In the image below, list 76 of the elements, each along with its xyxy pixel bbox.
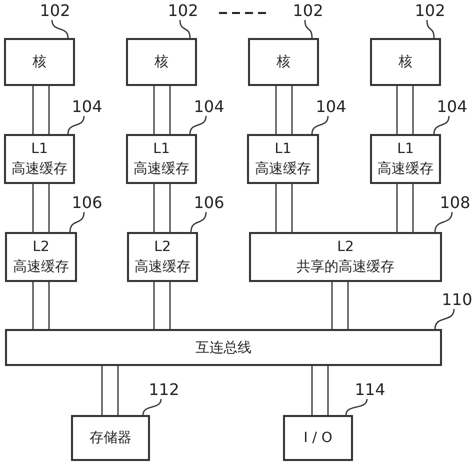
leader-line: [69, 212, 85, 232]
reference-numeral: 108: [439, 193, 471, 212]
component-box: [283, 415, 353, 461]
component-box: [126, 38, 197, 86]
box-text: 共享的高速缓存: [296, 258, 394, 277]
component-box: [248, 38, 319, 86]
component-box: [4, 38, 75, 86]
component-box: [127, 232, 198, 282]
box-text: 核: [154, 53, 168, 72]
double-line-connector: [153, 281, 171, 330]
box-text: I / O: [304, 429, 332, 448]
leader-line: [142, 398, 162, 416]
reference-numeral: 104: [193, 97, 225, 116]
component-box: [126, 134, 197, 184]
leader-line: [189, 116, 207, 134]
component-box: [370, 134, 441, 184]
double-line-connector: [32, 85, 50, 135]
reference-numeral: 102: [292, 1, 324, 20]
leader-line: [311, 116, 329, 134]
reference-numeral: 102: [39, 1, 71, 20]
leader-line: [434, 212, 453, 232]
box-text: L1: [274, 140, 292, 159]
double-line-connector: [275, 183, 293, 233]
component-box: [4, 134, 75, 184]
box-text: 核: [32, 53, 46, 72]
reference-numeral: 106: [193, 193, 225, 212]
leader-line: [51, 20, 69, 38]
double-line-connector: [396, 183, 414, 233]
component-box: [247, 134, 319, 184]
double-line-connector: [32, 281, 50, 330]
reference-numeral: 102: [414, 1, 446, 20]
double-line-connector: [331, 281, 349, 330]
box-text: 互连总线: [196, 338, 252, 358]
component-box: [249, 232, 442, 282]
reference-numeral: 112: [148, 380, 180, 399]
reference-numeral: 106: [71, 193, 103, 212]
box-text: 高速缓存: [12, 160, 68, 179]
box-text: 高速缓存: [13, 258, 69, 277]
box-text: 高速缓存: [378, 160, 434, 179]
reference-numeral: 104: [71, 97, 103, 116]
double-line-connector: [153, 85, 171, 135]
leader-line: [190, 212, 207, 232]
box-text: L2: [32, 238, 50, 257]
box-text: 核: [276, 53, 290, 72]
box-text: L1: [153, 140, 170, 159]
double-line-connector: [275, 85, 293, 135]
box-text: L1: [31, 140, 48, 159]
leader-line: [426, 20, 435, 38]
double-line-connector: [153, 183, 171, 233]
double-line-connector: [311, 365, 329, 416]
component-box: [370, 38, 441, 86]
box-text: L2: [337, 238, 354, 257]
component-box: [5, 329, 442, 366]
leader-line: [433, 116, 450, 134]
double-line-connector: [32, 183, 50, 233]
reference-numeral: 114: [354, 380, 386, 399]
reference-numeral: 104: [436, 97, 468, 116]
leader-line: [67, 116, 85, 134]
component-box: [5, 232, 77, 282]
box-text: 高速缓存: [134, 258, 190, 277]
reference-numeral: 104: [315, 97, 347, 116]
double-line-connector: [396, 85, 414, 135]
box-text: L1: [397, 140, 414, 159]
box-text: 高速缓存: [255, 160, 311, 179]
leader-line: [434, 308, 455, 330]
component-box: [71, 415, 150, 461]
box-text: 核: [398, 53, 412, 72]
leader-line: [304, 20, 313, 38]
leader-line: [345, 398, 368, 416]
box-text: 存储器: [90, 429, 132, 448]
reference-numeral: 102: [167, 1, 199, 20]
leader-line: [179, 20, 191, 38]
reference-numeral: 110: [441, 290, 473, 309]
double-line-connector: [101, 365, 119, 416]
box-text: 高速缓存: [134, 160, 190, 179]
box-text: L2: [154, 238, 171, 257]
